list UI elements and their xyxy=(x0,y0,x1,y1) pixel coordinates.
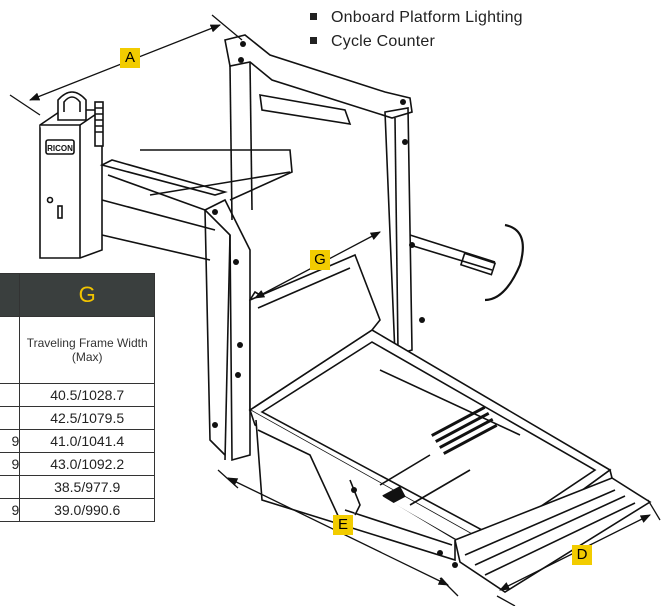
table-row: 40.5/1028.7 xyxy=(0,383,155,407)
dimension-tag-a: A xyxy=(120,48,140,68)
table-row: 9 43.0/1092.2 xyxy=(0,452,155,476)
table-value: 40.5/1028.7 xyxy=(19,383,155,407)
table-cell-partial: 9 xyxy=(0,429,21,453)
table-cell xyxy=(0,383,21,407)
table-value: 43.0/1092.2 xyxy=(19,452,155,476)
traction-pattern xyxy=(382,406,498,506)
table-row: 42.5/1079.5 xyxy=(0,406,155,430)
table-row: 38.5/977.9 xyxy=(0,475,155,499)
table-cell xyxy=(0,406,21,430)
table-description-g: Traveling Frame Width (Max) xyxy=(19,316,155,384)
brand-label: RICON xyxy=(47,144,73,153)
feature-item: Cycle Counter xyxy=(310,30,523,54)
table-cell-partial: 9 xyxy=(0,452,21,476)
table-value: 39.0/990.6 xyxy=(19,498,155,522)
feature-item: Onboard Platform Lighting xyxy=(310,6,523,30)
bullet-icon xyxy=(310,37,317,44)
table-cell xyxy=(0,475,21,499)
table-value: 41.0/1041.4 xyxy=(19,429,155,453)
feature-label: Cycle Counter xyxy=(331,33,435,50)
bullet-icon xyxy=(310,13,317,20)
dimension-tag-g: G xyxy=(310,250,330,270)
dimension-table: G Traveling Frame Width (Max) 40.5/1028.… xyxy=(0,273,155,522)
table-row: 9 41.0/1041.4 xyxy=(0,429,155,453)
table-cell xyxy=(0,316,21,384)
table-header-g: G xyxy=(19,273,155,317)
feature-label: Onboard Platform Lighting xyxy=(331,9,523,26)
table-value: 38.5/977.9 xyxy=(19,475,155,499)
feature-list: Onboard Platform Lighting Cycle Counter xyxy=(310,6,523,54)
table-value: 42.5/1079.5 xyxy=(19,406,155,430)
dimension-tag-d: D xyxy=(572,545,592,565)
table-row: 9 39.0/990.6 xyxy=(0,498,155,522)
table-cell-partial: 9 xyxy=(0,498,21,522)
pump-box xyxy=(39,109,103,259)
table-header-cut xyxy=(0,273,21,317)
dimension-tag-e: E xyxy=(333,515,353,535)
